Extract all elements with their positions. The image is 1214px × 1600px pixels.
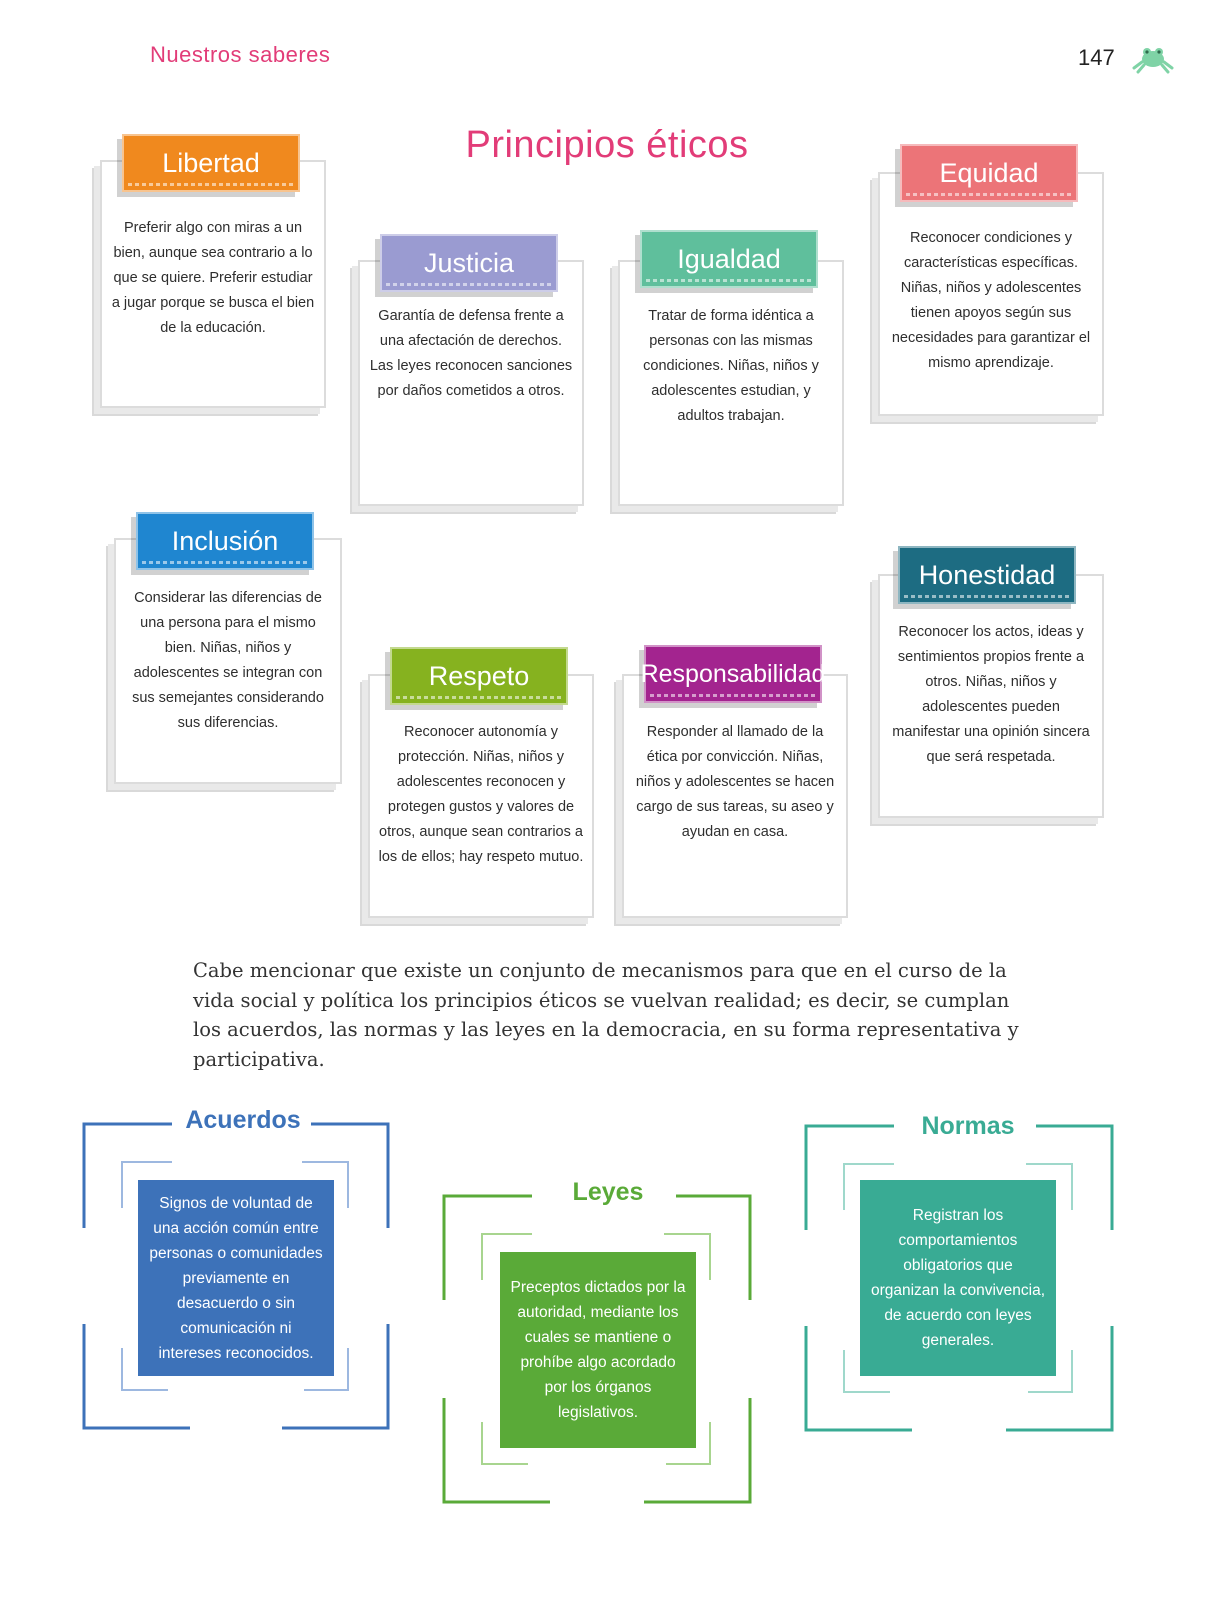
- concept-body-acuerdos: Signos de voluntad de una acción común e…: [138, 1180, 334, 1376]
- concept-title-acuerdos: Acuerdos: [175, 1106, 311, 1135]
- principle-card-equidad: Reconocer condiciones y características …: [878, 172, 1104, 416]
- acuerdos-frame: [82, 1122, 390, 1430]
- principle-label-inclusion: Inclusión: [136, 512, 314, 570]
- normas-frame: [804, 1124, 1114, 1432]
- principle-label-equidad: Equidad: [900, 144, 1078, 202]
- concept-title-leyes: Leyes: [540, 1178, 676, 1207]
- page-number: 147: [1078, 45, 1115, 70]
- principle-description: Tratar de forma idéntica a personas con …: [643, 308, 819, 424]
- principle-description: Preferir algo con miras a un bien, aunqu…: [111, 220, 315, 336]
- concept-body-normas: Registran los comportamientos obligatori…: [860, 1180, 1056, 1376]
- page-title: Principios éticos: [465, 124, 749, 166]
- principle-label-igualdad: Igualdad: [640, 230, 818, 288]
- principle-description: Reconocer autonomía y protección. Niñas,…: [378, 724, 584, 865]
- principle-label-libertad: Libertad: [122, 134, 300, 192]
- principle-card-honestidad: Reconocer los actos, ideas y sentimiento…: [878, 574, 1104, 818]
- principle-description: Responder al llamado de la ética por con…: [635, 724, 835, 840]
- frog-icon: [1132, 48, 1174, 74]
- principle-card-responsabilidad: Responder al llamado de la ética por con…: [622, 674, 848, 918]
- principle-card-justicia: Garantía de defensa frente a una afectac…: [358, 260, 584, 506]
- principle-label-respeto: Respeto: [390, 647, 568, 705]
- principle-label-responsabilidad: Responsabilidad: [641, 645, 825, 703]
- principle-description: Considerar las diferencias de una person…: [132, 590, 324, 731]
- principle-card-inclusion: Considerar las diferencias de una person…: [114, 538, 342, 784]
- principle-card-libertad: Preferir algo con miras a un bien, aunqu…: [100, 160, 326, 408]
- section-name: Nuestros saberes: [150, 42, 331, 67]
- principle-description: Reconocer los actos, ideas y sentimiento…: [892, 624, 1090, 765]
- principle-description: Garantía de defensa frente a una afectac…: [369, 308, 573, 399]
- leyes-frame: [442, 1194, 752, 1504]
- principle-label-honestidad: Honestidad: [898, 546, 1076, 604]
- concept-title-normas: Normas: [900, 1112, 1036, 1141]
- principle-card-igualdad: Tratar de forma idéntica a personas con …: [618, 260, 844, 506]
- intro-paragraph: Cabe mencionar que existe un conjunto de…: [193, 959, 1019, 1071]
- principle-card-respeto: Reconocer autonomía y protección. Niñas,…: [368, 674, 594, 918]
- concept-body-leyes: Preceptos dictados por la autoridad, med…: [500, 1252, 696, 1448]
- principle-description: Reconocer condiciones y características …: [891, 230, 1091, 371]
- principle-label-justicia: Justicia: [380, 234, 558, 292]
